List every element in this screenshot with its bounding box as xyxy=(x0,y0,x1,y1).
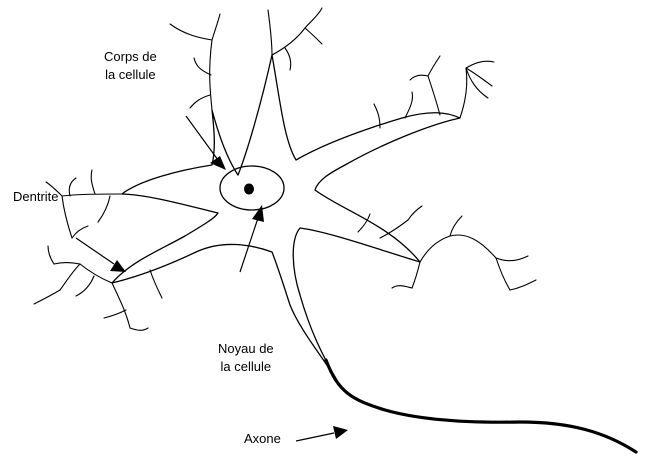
label-dendrite-text: Dentrite xyxy=(13,188,59,206)
label-nucleus-line2: la cellule xyxy=(218,358,274,376)
arrow-nucleus xyxy=(240,205,264,272)
dendrite-branches-right-lower xyxy=(358,206,536,290)
label-cell-body-line2: la cellule xyxy=(104,66,157,84)
label-dendrite: Dentrite xyxy=(13,188,59,206)
arrow-axon xyxy=(296,426,348,441)
label-cell-body-line1: Corps de xyxy=(104,48,157,66)
axon-line xyxy=(326,360,636,452)
label-nucleus: Noyau de la cellule xyxy=(218,340,274,376)
cell-body-outline xyxy=(112,55,460,382)
label-cell-body: Corps de la cellule xyxy=(104,48,157,84)
dendrite-branches-top xyxy=(268,8,322,70)
arrow-cell-body xyxy=(186,116,226,170)
dendrite-branches-top-left xyxy=(170,14,220,110)
dendrite-branches-right-upper xyxy=(374,56,494,128)
label-nucleus-line1: Noyau de xyxy=(218,340,274,358)
label-axon: Axone xyxy=(244,430,281,448)
label-axon-text: Axone xyxy=(244,430,281,448)
nucleolus xyxy=(244,184,254,195)
